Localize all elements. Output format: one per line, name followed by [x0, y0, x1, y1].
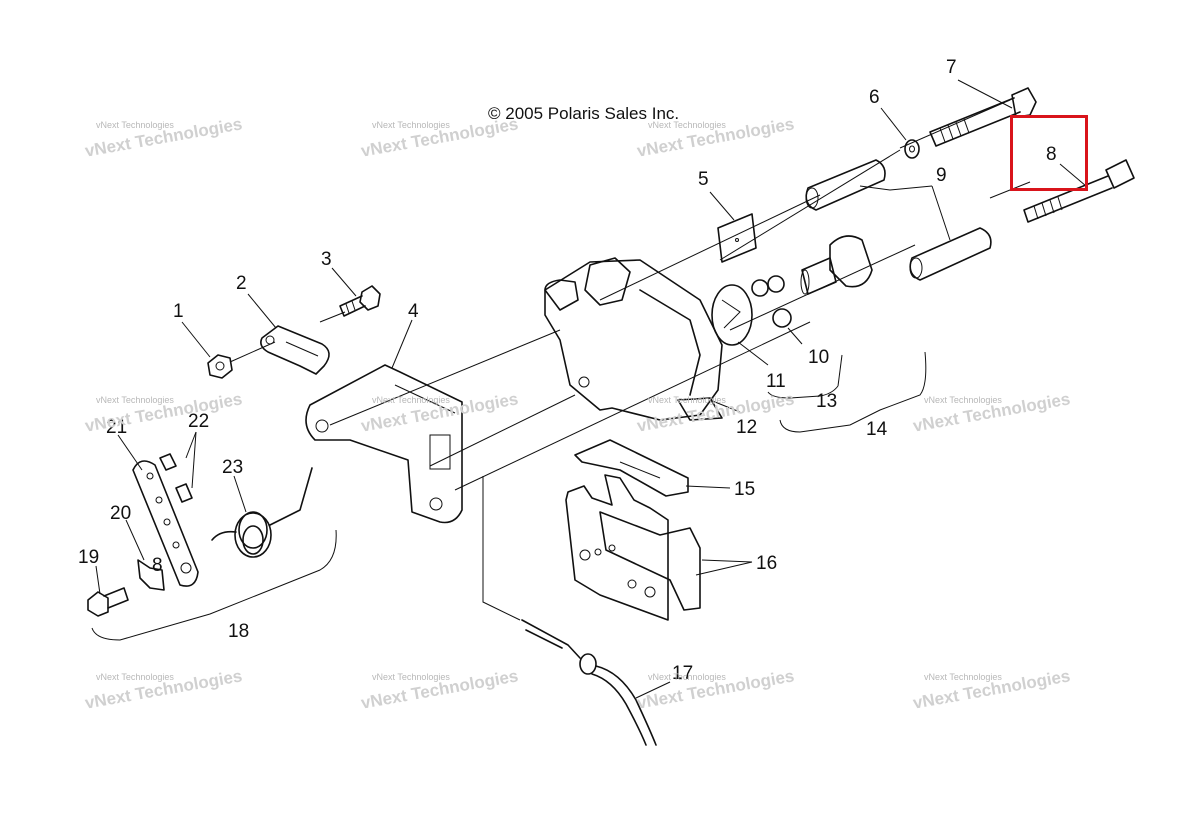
copyright-notice: © 2005 Polaris Sales Inc.: [488, 104, 680, 123]
part-nut: [207, 354, 233, 379]
watermark-small-text: vNext Technologies: [648, 120, 726, 130]
watermark-small-text: vNext Technologies: [648, 672, 726, 682]
watermark-small-text: vNext Technologies: [96, 120, 174, 130]
callout-leaders: [91, 79, 1087, 699]
part-actuator: [800, 235, 873, 295]
watermark-small-text: vNext Technologies: [924, 395, 1002, 405]
callout-16: 16: [756, 553, 778, 574]
callout-10: 10: [808, 347, 830, 368]
callout-4: 4: [408, 301, 419, 322]
callout-2: 2: [236, 273, 247, 294]
watermark-small-text: vNext Technologies: [96, 672, 174, 682]
part-bolt-19: [87, 587, 129, 617]
watermark-small-text: vNext Technologies: [372, 672, 450, 682]
part-lever-arm: [132, 460, 199, 587]
watermark-small-text: vNext Technologies: [648, 395, 726, 405]
callout-8-secondary: 8: [152, 555, 163, 576]
part-balls: [751, 275, 792, 328]
part-torsion-spring: [211, 467, 313, 558]
part-washer: [904, 139, 920, 159]
callout-3: 3: [321, 249, 332, 270]
callout-8: 8: [1046, 144, 1057, 165]
part-caliper-body: [544, 257, 723, 421]
watermark-small-text: vNext Technologies: [372, 120, 450, 130]
watermark-small-text: vNext Technologies: [924, 672, 1002, 682]
callout-14: 14: [866, 419, 888, 440]
part-bracket: [305, 364, 463, 524]
part-bolt-small: [339, 285, 381, 317]
part-socket-bolt: [1023, 159, 1135, 223]
part-wing-nut: [137, 559, 165, 591]
part-cam-plate: [711, 284, 753, 346]
callout-22: 22: [188, 411, 210, 432]
callout-19: 19: [78, 547, 100, 568]
part-pad-spring: [574, 439, 689, 497]
part-cable: [521, 619, 657, 746]
callout-9: 9: [936, 165, 947, 186]
callout-15: 15: [734, 479, 756, 500]
callout-6: 6: [869, 87, 880, 108]
callout-1: 1: [173, 301, 184, 322]
callout-11: 11: [766, 371, 786, 392]
part-bushings: [159, 453, 193, 503]
callout-18: 18: [228, 621, 250, 642]
part-shim: [717, 213, 757, 263]
callout-21: 21: [106, 417, 128, 438]
part-long-bolt: [929, 87, 1037, 147]
watermark-small-text: vNext Technologies: [372, 395, 450, 405]
assembly-axis-lines: [229, 99, 1031, 621]
callout-12: 12: [736, 417, 758, 438]
highlight-box-part-8: [1010, 115, 1088, 191]
callout-17: 17: [672, 663, 694, 684]
part-sleeves: [805, 159, 992, 281]
callout-23: 23: [222, 457, 244, 478]
watermark-small-text: vNext Technologies: [96, 395, 174, 405]
callout-20: 20: [110, 503, 132, 524]
part-clevis: [260, 325, 330, 375]
callout-5: 5: [698, 169, 709, 190]
part-brake-pads: [565, 474, 701, 621]
callout-7: 7: [946, 57, 957, 78]
callout-13: 13: [816, 391, 838, 412]
